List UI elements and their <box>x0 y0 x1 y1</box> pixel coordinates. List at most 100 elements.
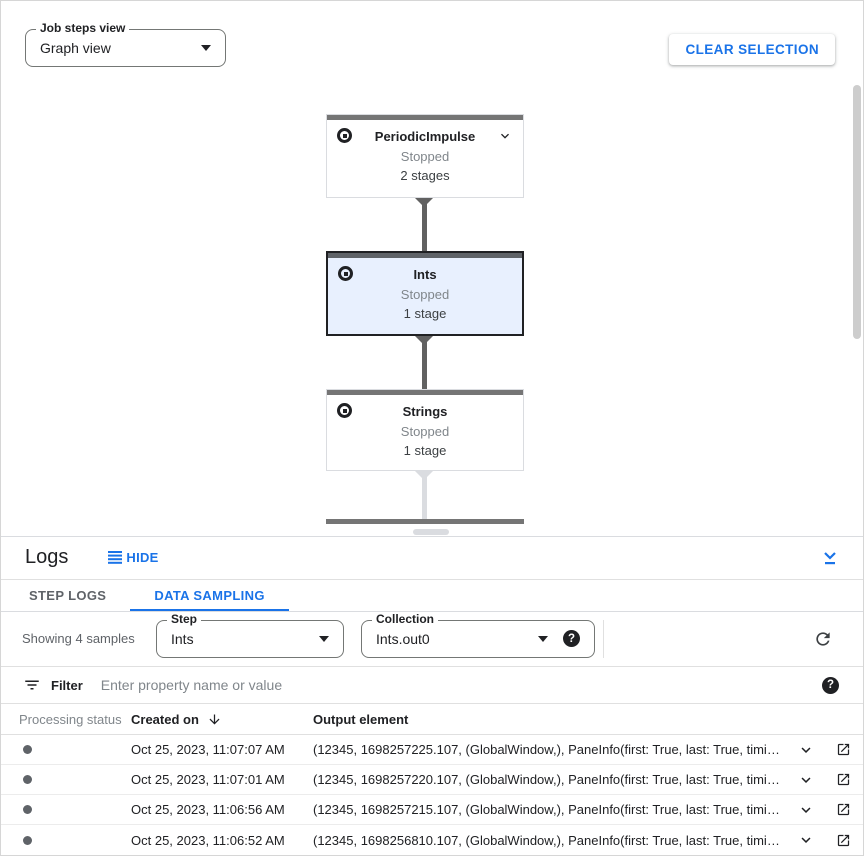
table-row[interactable]: Oct 25, 2023, 11:06:52 AM (12345, 169825… <box>1 825 863 855</box>
row-actions <box>793 771 863 789</box>
created-on-cell: Oct 25, 2023, 11:07:07 AM <box>131 742 285 757</box>
stopped-status-icon <box>337 128 352 143</box>
logs-title: Logs <box>25 546 69 569</box>
expand-row-icon[interactable] <box>797 801 815 819</box>
sampling-controls: Showing 4 samples Step Ints Collection I… <box>1 611 863 667</box>
processing-status-cell <box>1 835 131 845</box>
node-title: Strings <box>402 404 448 419</box>
sort-descending-icon <box>209 714 220 725</box>
filter-input[interactable] <box>100 677 822 693</box>
created-on-cell: Oct 25, 2023, 11:06:52 AM <box>131 832 285 848</box>
sample-count-text: Showing 4 samples <box>22 631 135 647</box>
horizontal-scrollbar-thumb[interactable] <box>413 529 449 535</box>
vertical-divider <box>603 619 604 658</box>
processing-status-dot <box>23 835 32 845</box>
open-in-new-icon[interactable] <box>836 802 851 817</box>
chevron-down-icon[interactable] <box>497 128 513 144</box>
node-status: Stopped <box>400 149 450 164</box>
help-icon[interactable] <box>563 630 580 648</box>
collection-select-label: Collection <box>372 611 439 627</box>
node-stage-count: 1 stage <box>403 443 447 458</box>
vertical-scrollbar-thumb[interactable] <box>853 85 861 339</box>
table-body: Oct 25, 2023, 11:07:07 AM (12345, 169825… <box>1 735 863 855</box>
step-select-value: Ints <box>171 630 194 647</box>
dropdown-caret-icon <box>538 635 548 642</box>
table-row[interactable]: Oct 25, 2023, 11:07:07 AM (12345, 169825… <box>1 735 863 765</box>
expand-row-icon[interactable] <box>797 741 815 759</box>
created-on-cell: Oct 25, 2023, 11:06:56 AM <box>131 802 285 817</box>
job-steps-view-select[interactable]: Job steps view Graph view <box>25 21 226 67</box>
dropdown-caret-icon <box>201 45 211 51</box>
processing-status-dot <box>23 745 32 754</box>
stopped-status-icon <box>338 266 353 281</box>
step-select-label: Step <box>167 611 202 627</box>
table-row[interactable]: Oct 25, 2023, 11:07:01 AM (12345, 169825… <box>1 765 863 795</box>
job-steps-view-value: Graph view <box>40 40 111 56</box>
dropdown-caret-icon <box>319 635 329 642</box>
partially-hidden-node-top-bar <box>326 519 524 524</box>
logs-header: Logs HIDE <box>1 537 863 580</box>
help-icon[interactable] <box>822 676 839 694</box>
node-stage-count: 2 stages <box>400 168 450 183</box>
column-header-label: Created on <box>131 711 199 727</box>
processing-status-cell <box>1 745 131 754</box>
tab-label: DATA SAMPLING <box>154 587 265 603</box>
tab-step-logs[interactable]: STEP LOGS <box>5 580 130 612</box>
column-header-processing-status: Processing status <box>19 711 122 727</box>
hide-label: HIDE <box>126 550 159 566</box>
output-element-cell: (12345, 1698257225.107, (GlobalWindow,),… <box>313 742 793 757</box>
node-title: Ints <box>413 267 437 282</box>
created-on-cell: Oct 25, 2023, 11:07:01 AM <box>131 772 285 787</box>
column-header-output-element: Output element <box>313 711 409 727</box>
node-top-bar <box>328 253 522 258</box>
column-header-created-on[interactable]: Created on <box>131 712 313 727</box>
processing-status-dot <box>23 805 32 814</box>
clear-selection-button[interactable]: CLEAR SELECTION <box>669 34 835 65</box>
node-status: Stopped <box>400 424 450 439</box>
collapse-down-icon <box>824 552 836 565</box>
node-top-bar <box>327 115 523 120</box>
hide-logs-button[interactable]: HIDE <box>108 550 158 565</box>
filter-icon <box>25 680 39 690</box>
open-in-new-icon[interactable] <box>836 772 851 787</box>
collection-select-value: Ints.out0 <box>376 630 430 647</box>
graph-edge <box>422 199 427 251</box>
step-select[interactable]: Step Ints <box>156 611 344 658</box>
table-header: Processing status Created on Output elem… <box>1 704 863 735</box>
processing-status-cell <box>1 775 131 784</box>
list-lines-icon <box>108 551 123 565</box>
stopped-status-icon <box>337 403 352 418</box>
refresh-icon <box>816 632 830 646</box>
node-title: PeriodicImpulse <box>374 129 476 144</box>
job-graph-canvas[interactable]: Job steps view Graph view CLEAR SELECTIO… <box>1 1 863 536</box>
open-in-new-icon[interactable] <box>836 742 851 757</box>
graph-node[interactable]: Ints Stopped 1 stage <box>326 251 524 336</box>
refresh-button[interactable] <box>813 629 833 649</box>
expand-row-icon[interactable] <box>797 831 815 849</box>
output-element-cell: (12345, 1698257220.107, (GlobalWindow,),… <box>313 772 793 787</box>
expand-row-icon[interactable] <box>797 771 815 789</box>
collection-select[interactable]: Collection Ints.out0 <box>361 611 595 658</box>
open-in-new-icon[interactable] <box>836 833 851 848</box>
output-element-cell: (12345, 1698257215.107, (GlobalWindow,),… <box>313 802 793 817</box>
node-status: Stopped <box>400 287 450 302</box>
row-actions <box>793 831 863 849</box>
output-element-cell: (12345, 1698256810.107, (GlobalWindow,),… <box>313 832 793 848</box>
tab-label: STEP LOGS <box>29 587 107 603</box>
collapse-panel-button[interactable] <box>821 549 839 566</box>
processing-status-cell <box>1 805 131 814</box>
graph-node[interactable]: Strings Stopped 1 stage <box>326 389 524 471</box>
filter-label: Filter <box>51 677 83 693</box>
table-row[interactable]: Oct 25, 2023, 11:06:56 AM (12345, 169825… <box>1 795 863 825</box>
processing-status-dot <box>23 775 32 784</box>
node-stage-count: 1 stage <box>403 306 447 321</box>
graph-node[interactable]: PeriodicImpulse Stopped 2 stages <box>326 114 524 198</box>
row-actions <box>793 741 863 759</box>
tab-data-sampling[interactable]: DATA SAMPLING <box>130 580 290 612</box>
logs-panel: Logs HIDE STEP LOGS DATA SAMPLING <box>1 536 863 855</box>
filter-bar[interactable]: Filter <box>1 667 863 705</box>
logs-tabs: STEP LOGS DATA SAMPLING <box>1 580 863 613</box>
row-actions <box>793 801 863 819</box>
graph-edge <box>422 337 427 389</box>
